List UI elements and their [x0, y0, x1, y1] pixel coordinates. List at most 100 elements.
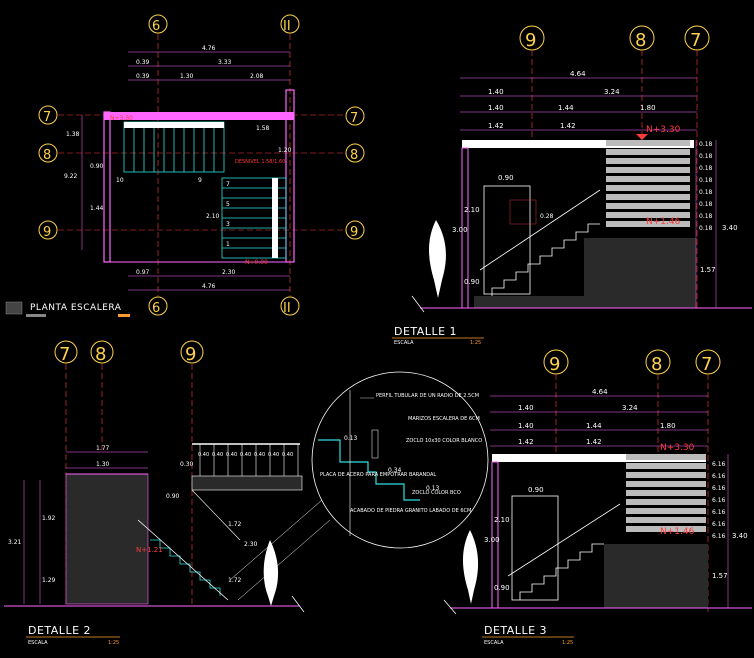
dim-text: 0.97 — [136, 269, 150, 276]
dim-text: 0.18 — [699, 177, 713, 184]
dim-text: 1.42 — [586, 438, 602, 446]
dim-text: 0.40 — [198, 452, 209, 458]
dim-text: 1.30 — [180, 73, 194, 80]
riser-labels: 0.18 0.18 0.18 0.18 0.18 0.18 0.18 0.18 — [699, 141, 713, 232]
level-mark: N+3.30 — [660, 443, 695, 453]
dim-text: 0.39 — [136, 73, 150, 80]
callout-steps — [318, 439, 420, 501]
grid-label: 8 — [651, 354, 662, 375]
scale-label: ESCALA — [484, 640, 504, 646]
dim-text: 1.72 — [228, 521, 242, 528]
dim-text: 1.44 — [90, 205, 104, 212]
grid-label: 8 — [95, 344, 106, 365]
detail-2: 7 8 9 1.77 1.30 1.92 3.21 1.29 — [4, 340, 305, 646]
dim-text: 0.40 — [282, 452, 293, 458]
dim-text: 1.58 — [256, 125, 270, 132]
step-number: 1 — [226, 241, 230, 248]
grid-bubble — [148, 296, 168, 316]
dim-text: 2.10 — [206, 213, 220, 220]
dim-text: 1.92 — [42, 515, 56, 522]
scale-label: ESCALA — [394, 340, 414, 346]
dim-text: 1.20 — [278, 147, 292, 154]
dim-text: 1.57 — [700, 266, 716, 274]
dim-text: 4.76 — [202, 45, 216, 52]
dim-text: 0.90 — [494, 584, 510, 592]
grid-bubble — [38, 220, 58, 240]
dim-text: 1.72 — [228, 577, 242, 584]
dim-text: 1.30 — [96, 461, 110, 468]
detail-1: 9 8 7 4.64 1.40 3.24 1.40 1.44 1.80 1.42… — [392, 25, 752, 346]
step-number: 3 — [226, 221, 230, 228]
red-note: DESNIVEL 1.58/1.60 — [235, 159, 285, 165]
scale-value: 1:25 — [470, 340, 481, 346]
grid-bubble — [148, 14, 168, 34]
level-mark: N+3.30 — [646, 125, 681, 135]
grid-bubble — [280, 14, 300, 34]
dim-text: 0.40 — [240, 452, 251, 458]
dim-text: 6.16 — [712, 473, 726, 480]
dim-text: 0.90 — [464, 278, 480, 286]
dim-text: 1.57 — [712, 572, 728, 580]
dim-text: 0.90 — [528, 486, 544, 494]
riser-labels: 6.16 6.16 6.16 6.16 6.16 6.16 6.16 — [712, 461, 726, 540]
dim-text: 0.18 — [699, 153, 713, 160]
plant-silhouette — [263, 540, 279, 606]
dim-text: 2.10 — [494, 516, 510, 524]
dim-text: 0.13 — [426, 485, 440, 492]
dim-text: 0.28 — [540, 213, 554, 220]
dim-text: 0.18 — [699, 165, 713, 172]
grid-bubble — [345, 220, 365, 240]
dim-text: 9.22 — [64, 173, 78, 180]
grid-label: II — [283, 301, 291, 316]
baluster-dims: 0.40 0.40 0.40 0.40 0.40 0.40 0.40 — [198, 452, 293, 458]
scale-value: 1:25 — [108, 640, 119, 646]
dim-text: 3.24 — [622, 404, 638, 412]
dim-text: 3.40 — [722, 224, 738, 232]
level-mark: N+1.46 — [646, 217, 681, 227]
dim-text: 0.18 — [699, 213, 713, 220]
dim-text: 0.34 — [388, 467, 402, 474]
dim-text: 0.18 — [699, 189, 713, 196]
dim-text: 1.42 — [518, 438, 534, 446]
plan-view: 6 II 6 II 7 8 9 7 8 9 4.76 0.39 3.33 — [5, 14, 365, 317]
dim-text: 2.10 — [464, 206, 480, 214]
grid-label: 9 — [549, 354, 560, 375]
dim-text: 0.40 — [212, 452, 223, 458]
detail3-upper-steps — [626, 454, 706, 532]
grid-label: 7 — [690, 30, 701, 51]
dim-text: 0.18 — [699, 201, 713, 208]
grid-label: 8 — [635, 30, 646, 51]
grid-label: 7 — [43, 110, 51, 125]
note-text: ZOCLO COLOR BCO — [412, 490, 461, 496]
dim-text: 1.29 — [42, 577, 56, 584]
grid-label: 7 — [59, 344, 70, 365]
grid-label: 9 — [43, 225, 51, 240]
dim-text: 1.80 — [640, 104, 656, 112]
grid-bubble — [345, 143, 365, 163]
dim-text: 1.40 — [488, 104, 504, 112]
note-text: PERFIL TUBULAR DE UN RADIO DE 2.5CM — [376, 393, 479, 399]
step-number: 7 — [226, 181, 230, 188]
level-mark: N+0.00 — [245, 259, 268, 266]
dim-text: 1.38 — [66, 131, 80, 138]
step-number: 9 — [198, 177, 202, 184]
plan-title: PLANTA ESCALERA — [30, 303, 122, 313]
grid-label: 8 — [350, 148, 358, 163]
dim-text: 0.40 — [254, 452, 265, 458]
dim-text: 3.00 — [452, 226, 468, 234]
detail2-steps — [150, 539, 221, 596]
dim-text: 0.90 — [90, 163, 104, 170]
detail3-title: DETALLE 3 — [484, 624, 547, 637]
grid-label: 8 — [43, 148, 51, 163]
dim-text: 3.33 — [218, 59, 232, 66]
detail3-lower-steps — [507, 503, 621, 600]
grid-label: II — [283, 19, 291, 34]
dim-text: 6.16 — [712, 497, 726, 504]
grid-label: 6 — [152, 301, 160, 316]
dim-text: 4.64 — [592, 388, 608, 396]
dim-text: 3.24 — [604, 88, 620, 96]
dim-text: 0.18 — [699, 141, 713, 148]
callout-detail: 0.13 0.34 0.13 PERFIL TUBULAR DE UN RADI… — [229, 371, 489, 601]
grid-bubble — [280, 296, 300, 316]
